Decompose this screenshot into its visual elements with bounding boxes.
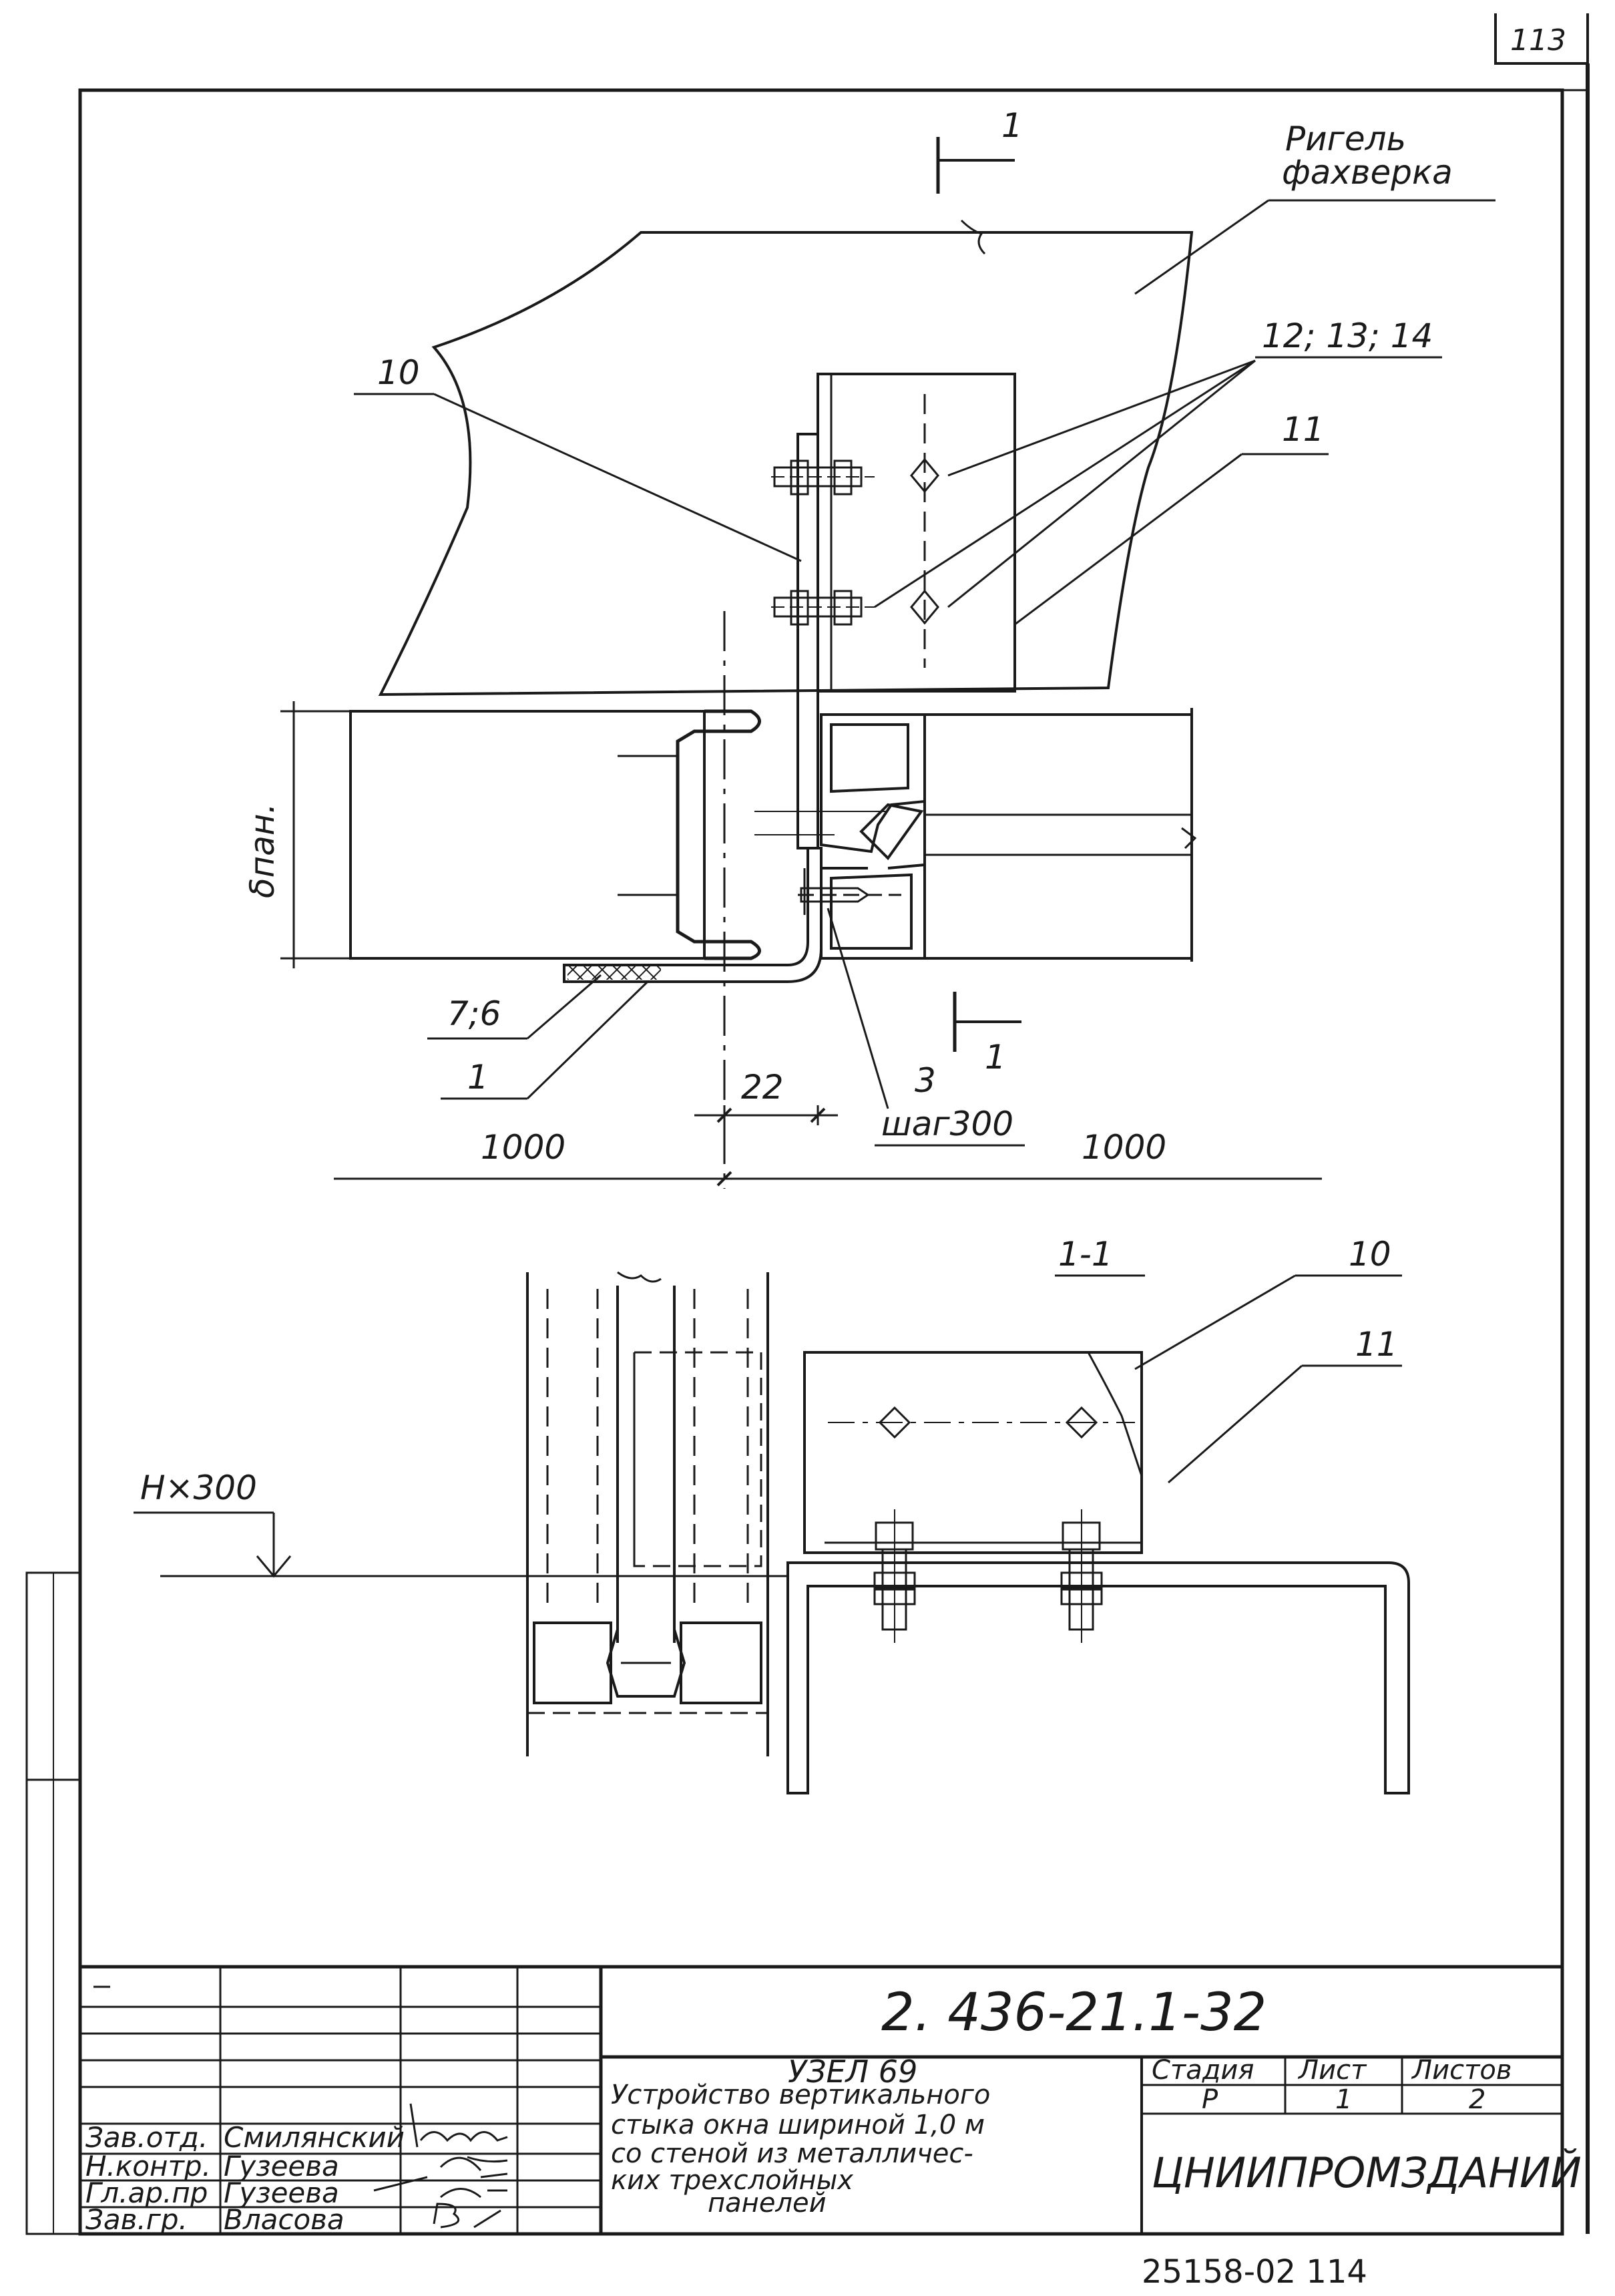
sandwich-panel-insulation <box>349 710 706 960</box>
organization-name: ЦНИИПРОМЗДАНИЙ <box>1152 2148 1582 2197</box>
level-label: H×300 <box>140 1469 257 1507</box>
section-1-1: 1-1 <box>134 1235 1410 1794</box>
callout-12-13-14: 12; 13; 14 <box>1262 317 1433 355</box>
stage-value: Р <box>1202 2084 1218 2115</box>
side-stamp <box>25 1571 81 2235</box>
girt-angle-section <box>786 1561 1410 1794</box>
person-role: Н.контр. <box>85 2150 211 2182</box>
hole-diamond <box>910 589 939 625</box>
description-line: стыка окна шириной 1,0 м <box>611 2110 985 2140</box>
person-role: Гл.ар.пр <box>85 2176 208 2209</box>
angle-1 <box>563 847 823 983</box>
title-block: 2. 436-21.1-32 УЗЕЛ 69 Устройство вертик… <box>78 1965 1582 2236</box>
page-number: 113 <box>1510 23 1566 57</box>
bolt-upper <box>771 459 875 496</box>
description-line: панелей <box>708 2188 827 2219</box>
callout-1: 1 <box>467 1058 489 1097</box>
hole-diamond <box>1065 1406 1098 1439</box>
dim-right-1000: 1000 <box>1082 1128 1166 1167</box>
sheet-frame <box>78 63 1590 2236</box>
label-step-300: шаг300 <box>881 1105 1013 1143</box>
bottom-code: 25158-02 114 <box>1142 2253 1367 2291</box>
signature-1 <box>409 2103 508 2148</box>
person-role: Зав.гр. <box>85 2203 188 2236</box>
drawing-code: 2. 436-21.1-32 <box>881 1983 1266 2043</box>
hole-diamond <box>878 1406 911 1439</box>
sheet-value: 1 <box>1335 2084 1352 2115</box>
sheets-header: Листов <box>1411 2055 1512 2086</box>
node-title: УЗЕЛ 69 <box>788 2054 917 2090</box>
label-panel-thickness: δпан. <box>243 803 282 898</box>
label-rigel-1: Ригель <box>1285 120 1406 158</box>
label-rigel-2: фахверка <box>1282 153 1453 192</box>
person-name: Гузеева <box>224 2176 339 2209</box>
stage-header: Стадия <box>1152 2055 1254 2086</box>
section-mark-top: 1 <box>1001 106 1023 145</box>
bolt-section-left <box>873 1509 916 1643</box>
sheets-value: 2 <box>1469 2084 1485 2115</box>
person-role: Зав.отд. <box>85 2121 208 2154</box>
bolt-lower <box>771 590 875 626</box>
dim-22: 22 <box>741 1068 784 1107</box>
section-callout-10: 10 <box>1349 1235 1391 1274</box>
bracket-plate-11-section <box>803 1351 1143 1554</box>
description-line: ких трехслойных <box>611 2165 853 2196</box>
sheet-header: Лист <box>1297 2055 1367 2086</box>
callout-10: 10 <box>377 353 420 392</box>
description-line: со стеной из металличес- <box>611 2138 973 2169</box>
plan-detail: 1 Ригель фахверка 12; 13; 14 <box>243 106 1495 1189</box>
callout-3: 3 <box>915 1061 936 1100</box>
callout-7-6: 7;6 <box>447 994 501 1033</box>
signature-3 <box>373 2176 507 2198</box>
bolt-section-right <box>1060 1509 1103 1643</box>
person-name: Смилянский <box>224 2121 405 2154</box>
angle-plate-10 <box>796 433 819 849</box>
section-mark-bottom: 1 <box>985 1038 1006 1077</box>
signature-2 <box>439 2156 508 2178</box>
bracket-plate-11 <box>817 373 1016 693</box>
callout-11: 11 <box>1282 410 1325 449</box>
section-title: 1-1 <box>1058 1235 1113 1274</box>
person-name: Власова <box>224 2203 344 2236</box>
description-line: Устройство вертикального <box>611 2080 990 2110</box>
hole-diamond <box>910 457 939 494</box>
page-number-box: 113 <box>1494 13 1589 65</box>
signature-4 <box>433 2203 501 2229</box>
dim-left-1000: 1000 <box>481 1128 565 1167</box>
person-name: Гузеева <box>224 2150 339 2182</box>
section-callout-11: 11 <box>1355 1325 1398 1364</box>
